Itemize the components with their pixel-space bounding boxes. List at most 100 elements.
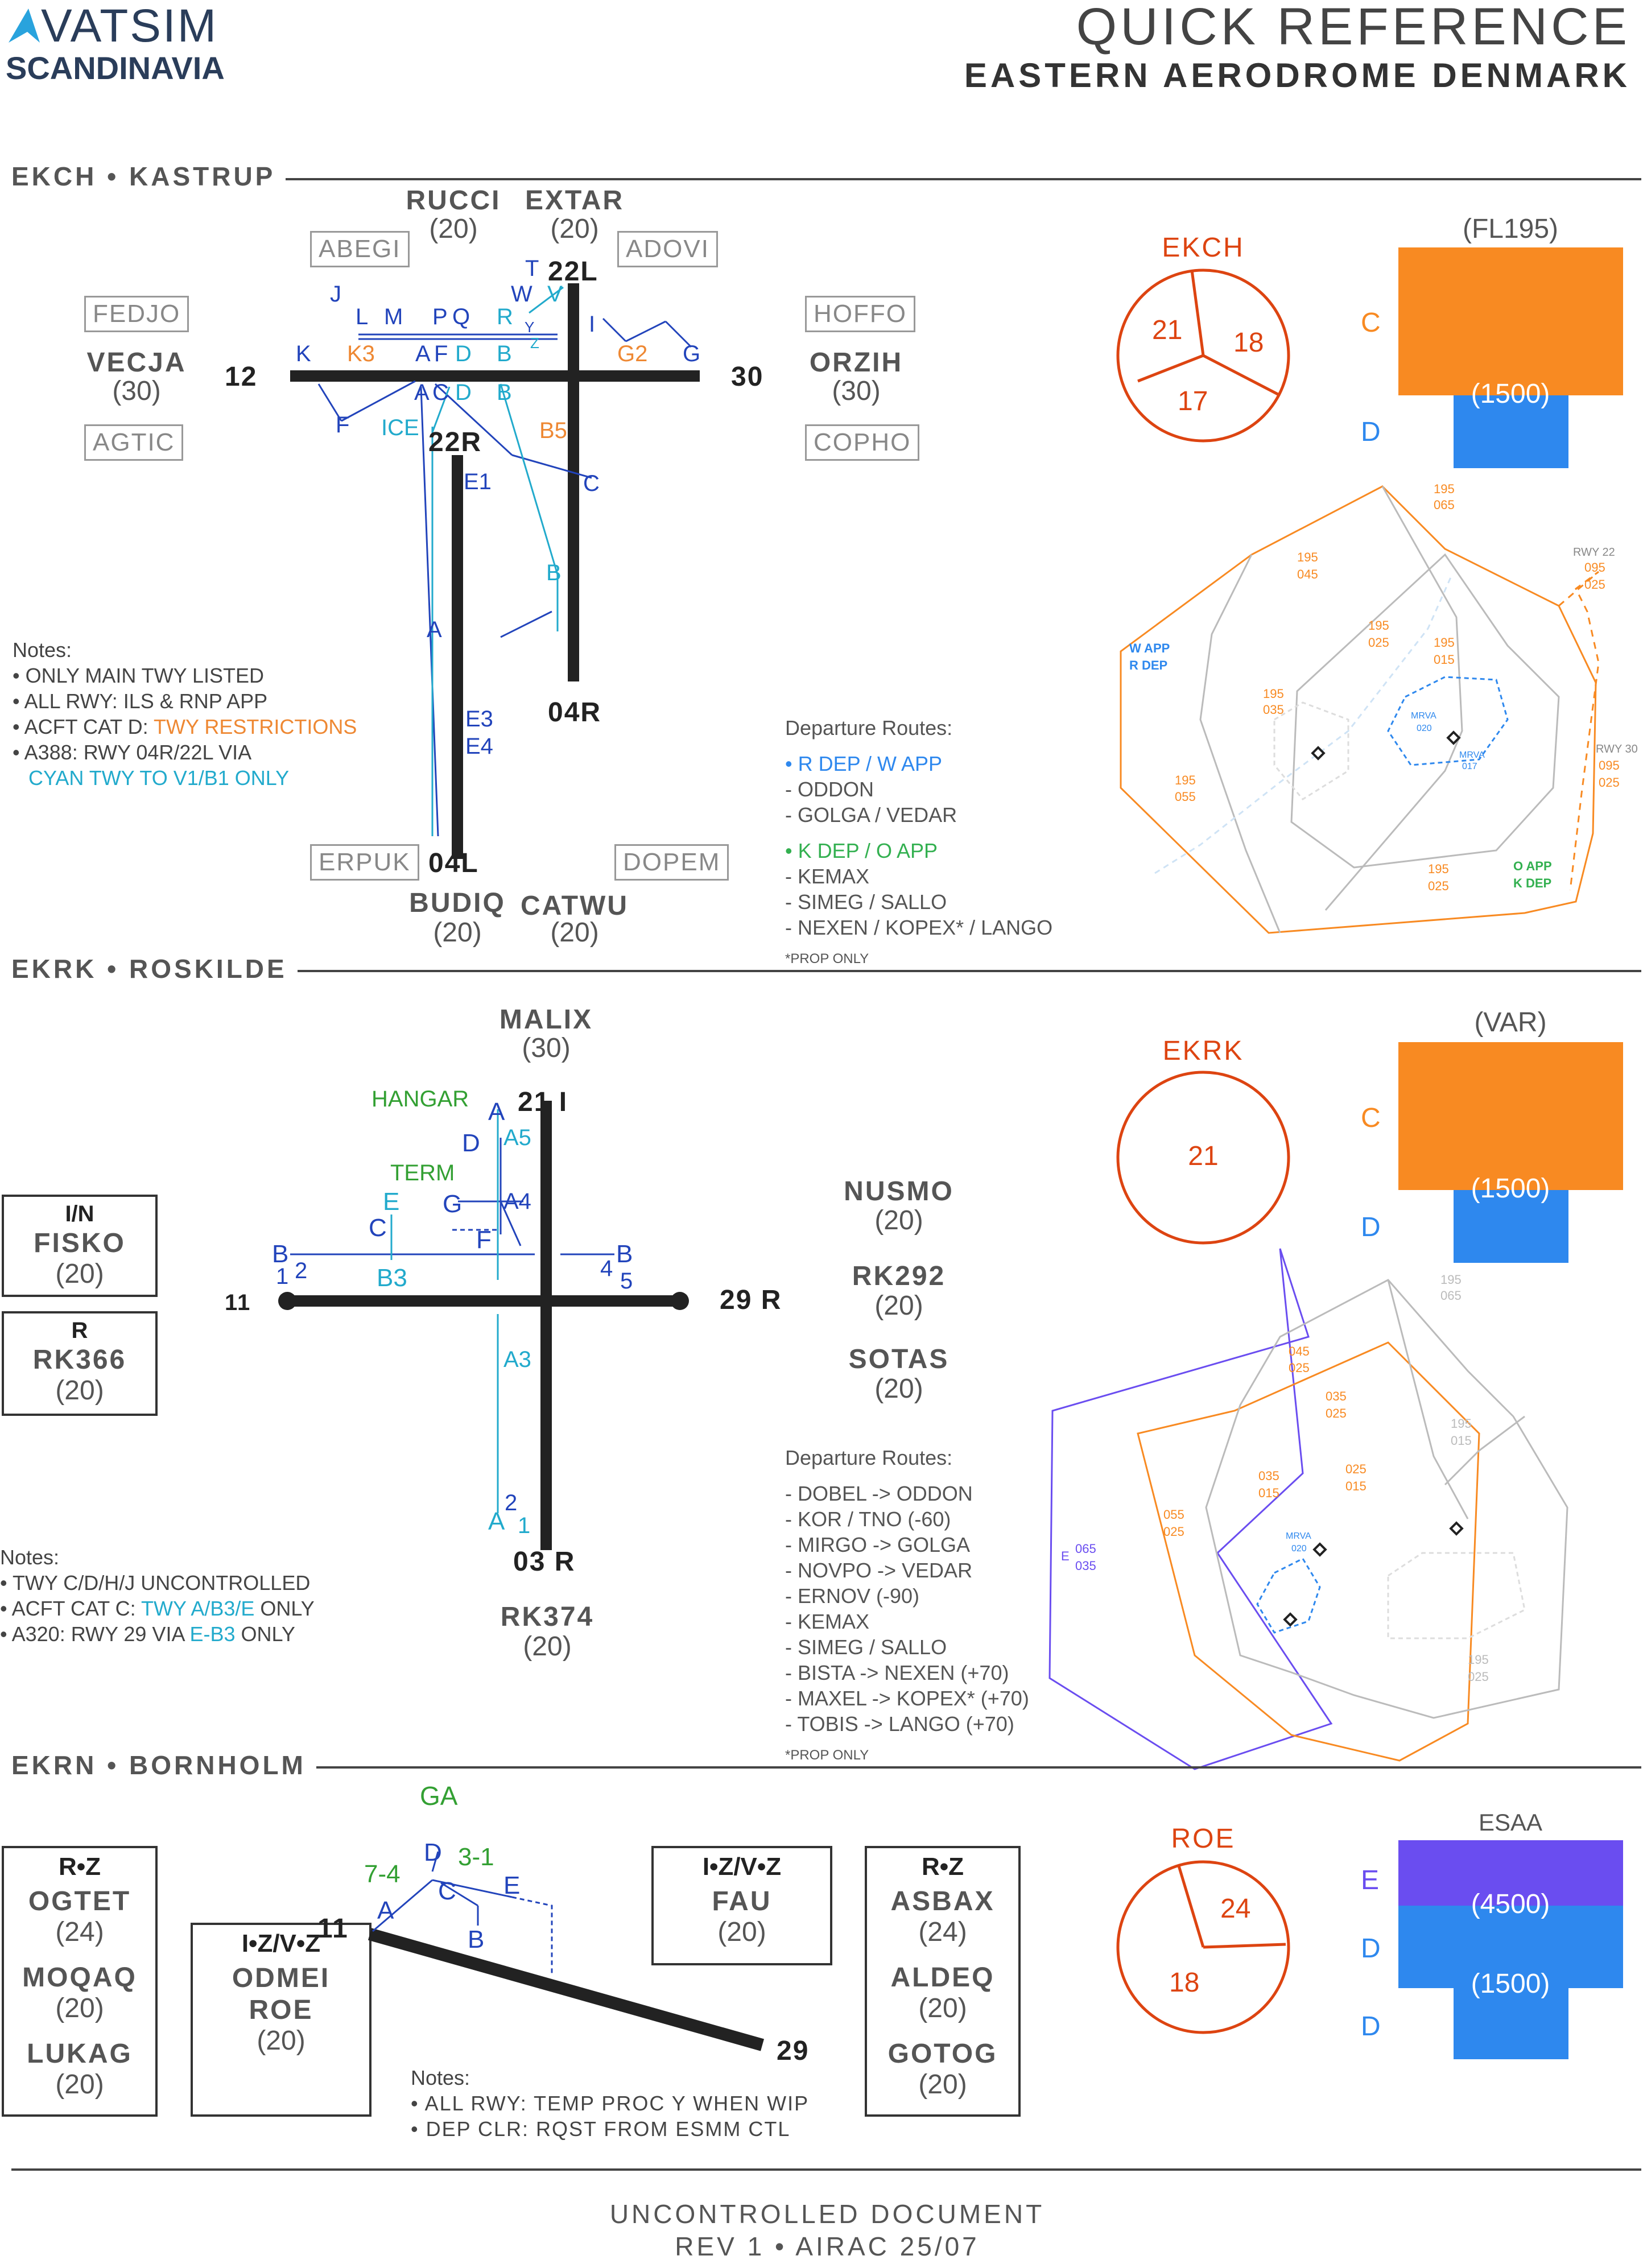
dep-route: - DOBEL -> ODDON xyxy=(785,1482,973,1505)
twy-a4: A4 xyxy=(503,1189,531,1214)
twy-hangar: HANGAR xyxy=(371,1087,469,1112)
twy-a-west: A xyxy=(427,617,442,642)
fix-fau-alt: (20) xyxy=(717,1917,766,1947)
runway-03-21 xyxy=(540,1101,552,1550)
runway-04l-22r xyxy=(452,455,463,859)
notes-title: Notes: xyxy=(411,2066,470,2089)
fix-fisko-alt: (20) xyxy=(55,1259,104,1289)
fix-rucci-alt: (20) xyxy=(429,214,478,244)
runway-label-21: 21 I xyxy=(518,1087,568,1117)
map-label: 025 xyxy=(1163,1525,1184,1539)
dep-foot: *PROP ONLY xyxy=(785,951,869,966)
fix-orzih: ORZIH xyxy=(809,348,903,378)
twy-q: Q xyxy=(452,304,470,329)
twy-b-east: B xyxy=(546,560,562,585)
ekrk-departure-routes: Departure Routes: - DOBEL -> ODDON - KOR… xyxy=(785,1445,1029,1768)
dep-route: - GOLGA / VEDAR xyxy=(785,803,957,827)
fix-box-fau: I•Z/V•Z FAU (20) xyxy=(651,1846,832,1965)
map-label: 035 xyxy=(1326,1389,1347,1403)
twy-f-west: F xyxy=(336,412,350,437)
fix-orzih-alt: (30) xyxy=(832,376,881,406)
fix-catwu-alt: (20) xyxy=(550,918,599,948)
ekrn-sector-circle xyxy=(1116,1860,1290,2034)
sector-value: 24 xyxy=(1220,1894,1251,1924)
dep-route: - TOBIS -> LANGO (+70) xyxy=(785,1712,1014,1736)
logo-bottom-text: SCANDINAVIA xyxy=(6,50,225,86)
ekrn-aerodrome-diagram xyxy=(368,1851,764,2051)
fix-rk292-alt: (20) xyxy=(874,1291,923,1321)
twy-y: Y xyxy=(525,319,535,336)
fix-rk366: RK366 xyxy=(32,1345,127,1375)
map-label: 035 xyxy=(1075,1559,1096,1573)
fix-rk374: RK374 xyxy=(500,1602,595,1632)
twy-7-4: 7-4 xyxy=(364,1860,401,1888)
twy-f: F xyxy=(434,341,448,366)
class-d-block xyxy=(1454,395,1568,468)
airspace-d-alt: (1500) xyxy=(1471,1969,1550,1999)
map-label-mrva: MRVA xyxy=(1411,711,1436,721)
map-label: 065 xyxy=(1434,498,1455,512)
map-label: 195 xyxy=(1434,482,1455,496)
map-label: E xyxy=(1061,1549,1070,1563)
ekrn-airspace-top: ESAA xyxy=(1478,1809,1543,1836)
map-label: 020 xyxy=(1291,1544,1307,1554)
map-label-mrva: MRVA xyxy=(1286,1531,1311,1541)
fix-box-tag: R•Z xyxy=(921,1853,964,1881)
map-label: 025 xyxy=(1289,1361,1310,1375)
fix-roe: ROE xyxy=(249,1995,313,2025)
map-label: 095 xyxy=(1584,560,1605,575)
twy-5: 5 xyxy=(620,1269,633,1294)
class-d-block-upper xyxy=(1398,1906,1623,1988)
map-label: 025 xyxy=(1584,577,1605,592)
fix-lukag: LUKAG xyxy=(27,2039,133,2069)
fix-box-tag: I•Z/V•Z xyxy=(241,1930,321,1957)
twy-d: D xyxy=(424,1839,442,1866)
boxed-fix-fedjo: FEDJO xyxy=(84,296,189,332)
twy-ga: GA xyxy=(420,1781,458,1811)
ekch-aerodrome-diagram xyxy=(290,283,700,859)
boxed-fix-agtic: AGTIC xyxy=(84,424,184,461)
boxed-fix-hoffo: HOFFO xyxy=(805,296,915,332)
fix-rucci: RUCCI xyxy=(406,185,501,216)
fix-odmei: ODMEI xyxy=(232,1963,331,1993)
twy-m: M xyxy=(384,304,403,329)
fix-gotog-alt: (20) xyxy=(918,2069,967,2100)
class-d-label: D xyxy=(1361,1934,1381,1964)
note-line: • DEP CLR: RQST FROM ESMM CTL xyxy=(411,2117,791,2141)
footer-divider xyxy=(11,2168,1641,2171)
map-label: 195 xyxy=(1263,687,1284,701)
twy-e: E xyxy=(503,1872,521,1899)
ekrk-sector-map: 195 065 045 025 035 025 195 015 035 015 … xyxy=(1048,1248,1568,1770)
twy-2: 2 xyxy=(295,1258,308,1283)
twy-d: D xyxy=(462,1129,480,1157)
dep-route: - MAXEL -> KOPEX* (+70) xyxy=(785,1687,1029,1710)
logo-top-text: VATSIM xyxy=(41,0,218,52)
twy-4: 4 xyxy=(600,1256,613,1281)
map-label: 025 xyxy=(1468,1670,1489,1684)
fix-box-right: R•Z ASBAX (24) ALDEQ (20) GOTOG (20) xyxy=(865,1846,1021,2117)
runway-label-30: 30 xyxy=(731,362,764,392)
fix-fisko: FISKO xyxy=(34,1228,126,1258)
footer-line-2: REV 1 • AIRAC 25/07 xyxy=(675,2232,980,2261)
dep-group-head: • K DEP / O APP xyxy=(785,839,938,862)
map-label-rwy30: RWY 30 xyxy=(1596,743,1638,755)
boxed-fix-abegi: ABEGI xyxy=(310,231,410,267)
section-divider xyxy=(11,970,1641,972)
twy-d: D xyxy=(455,341,472,366)
fix-fau: FAU xyxy=(712,1886,772,1916)
ekch-sector-circle xyxy=(1116,268,1290,443)
runway-label-04r: 04R xyxy=(548,697,602,728)
twy-3-1: 3-1 xyxy=(458,1843,494,1871)
class-e-label: E xyxy=(1361,1865,1380,1895)
twy-b3: B3 xyxy=(377,1264,407,1292)
twy-t: T xyxy=(525,256,539,281)
runway-11-29 xyxy=(368,1928,764,2051)
runway-04r-22l xyxy=(568,283,579,681)
twy-b-east: B xyxy=(616,1240,633,1268)
twy-b: B xyxy=(468,1926,485,1953)
class-c-block xyxy=(1398,1042,1623,1190)
twy-d-south: D xyxy=(455,380,472,405)
fix-nusmo: NUSMO xyxy=(844,1176,954,1207)
fix-box-mid: I•Z/V•Z ODMEI ROE (20) xyxy=(191,1923,371,2117)
map-label: 025 xyxy=(1599,775,1620,790)
